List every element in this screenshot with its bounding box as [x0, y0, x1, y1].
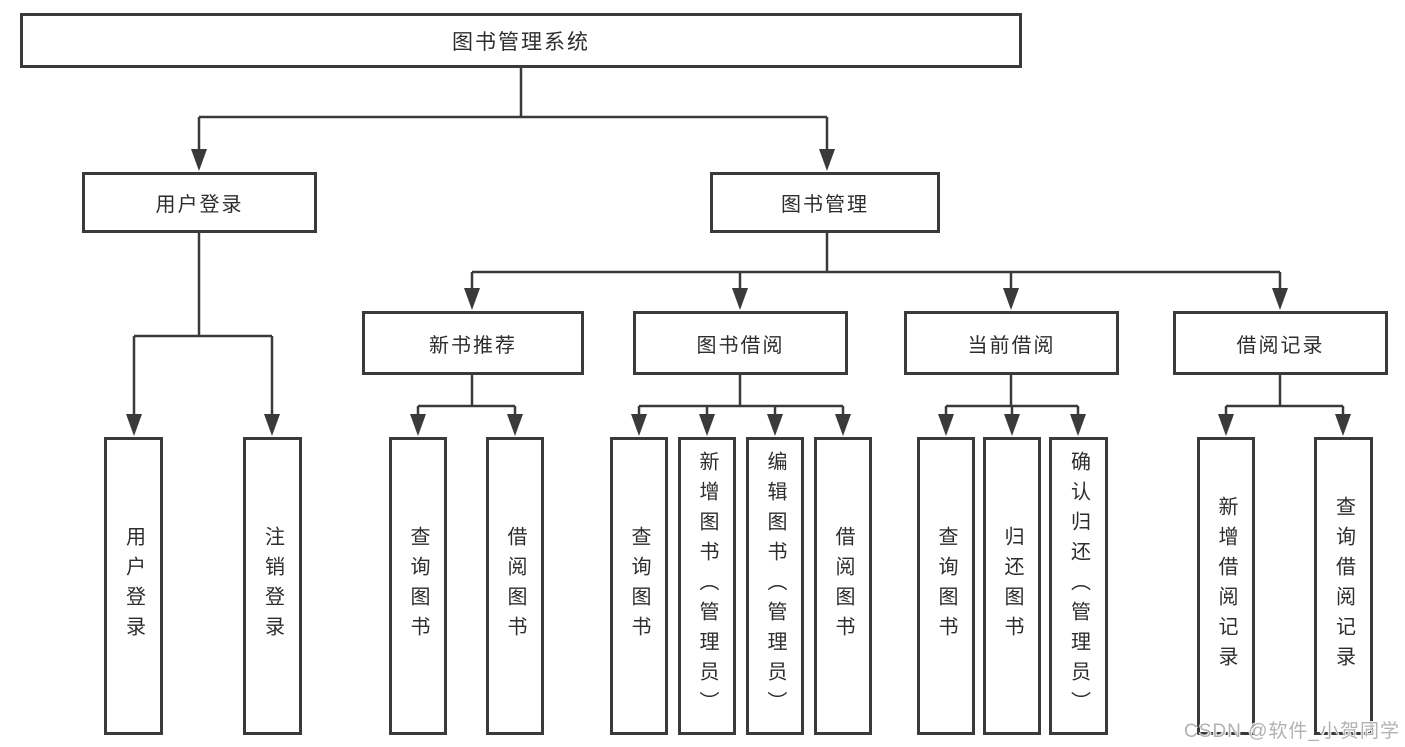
leaf-borrow-books-recommend: 借阅图书 — [486, 437, 544, 735]
leaf-query-books-recommend: 查询图书 — [389, 437, 447, 735]
leaf-query-borrow-record: 查询借阅记录 — [1314, 437, 1373, 735]
arrowheads — [126, 149, 1351, 436]
leaf-add-borrow-record: 新增借阅记录 — [1197, 437, 1255, 735]
leaf-return-book: 归还图书 — [983, 437, 1041, 735]
node-new-book-recommendation: 新书推荐 — [362, 311, 584, 375]
leaf-user-login: 用户登录 — [104, 437, 163, 735]
node-book-management: 图书管理 — [710, 172, 940, 233]
leaf-add-book-admin: 新增图书（管理员） — [678, 437, 736, 735]
tree-edges — [132, 68, 1345, 415]
leaf-borrow-books-borrow: 借阅图书 — [814, 437, 872, 735]
node-book-borrowing: 图书借阅 — [633, 311, 848, 375]
watermark: CSDN @软件_小贺同学 — [1184, 721, 1400, 742]
node-user-login: 用户登录 — [82, 172, 317, 233]
node-current-borrowing: 当前借阅 — [904, 311, 1119, 375]
leaf-edit-book-admin: 编辑图书（管理员） — [746, 437, 804, 735]
leaf-logout-login: 注销登录 — [243, 437, 302, 735]
leaf-query-books-current: 查询图书 — [917, 437, 975, 735]
node-borrowing-records: 借阅记录 — [1173, 311, 1388, 375]
node-library-system: 图书管理系统 — [20, 13, 1022, 68]
leaf-confirm-return-admin: 确认归还（管理员） — [1049, 437, 1108, 735]
leaf-query-books-borrow: 查询图书 — [610, 437, 668, 735]
